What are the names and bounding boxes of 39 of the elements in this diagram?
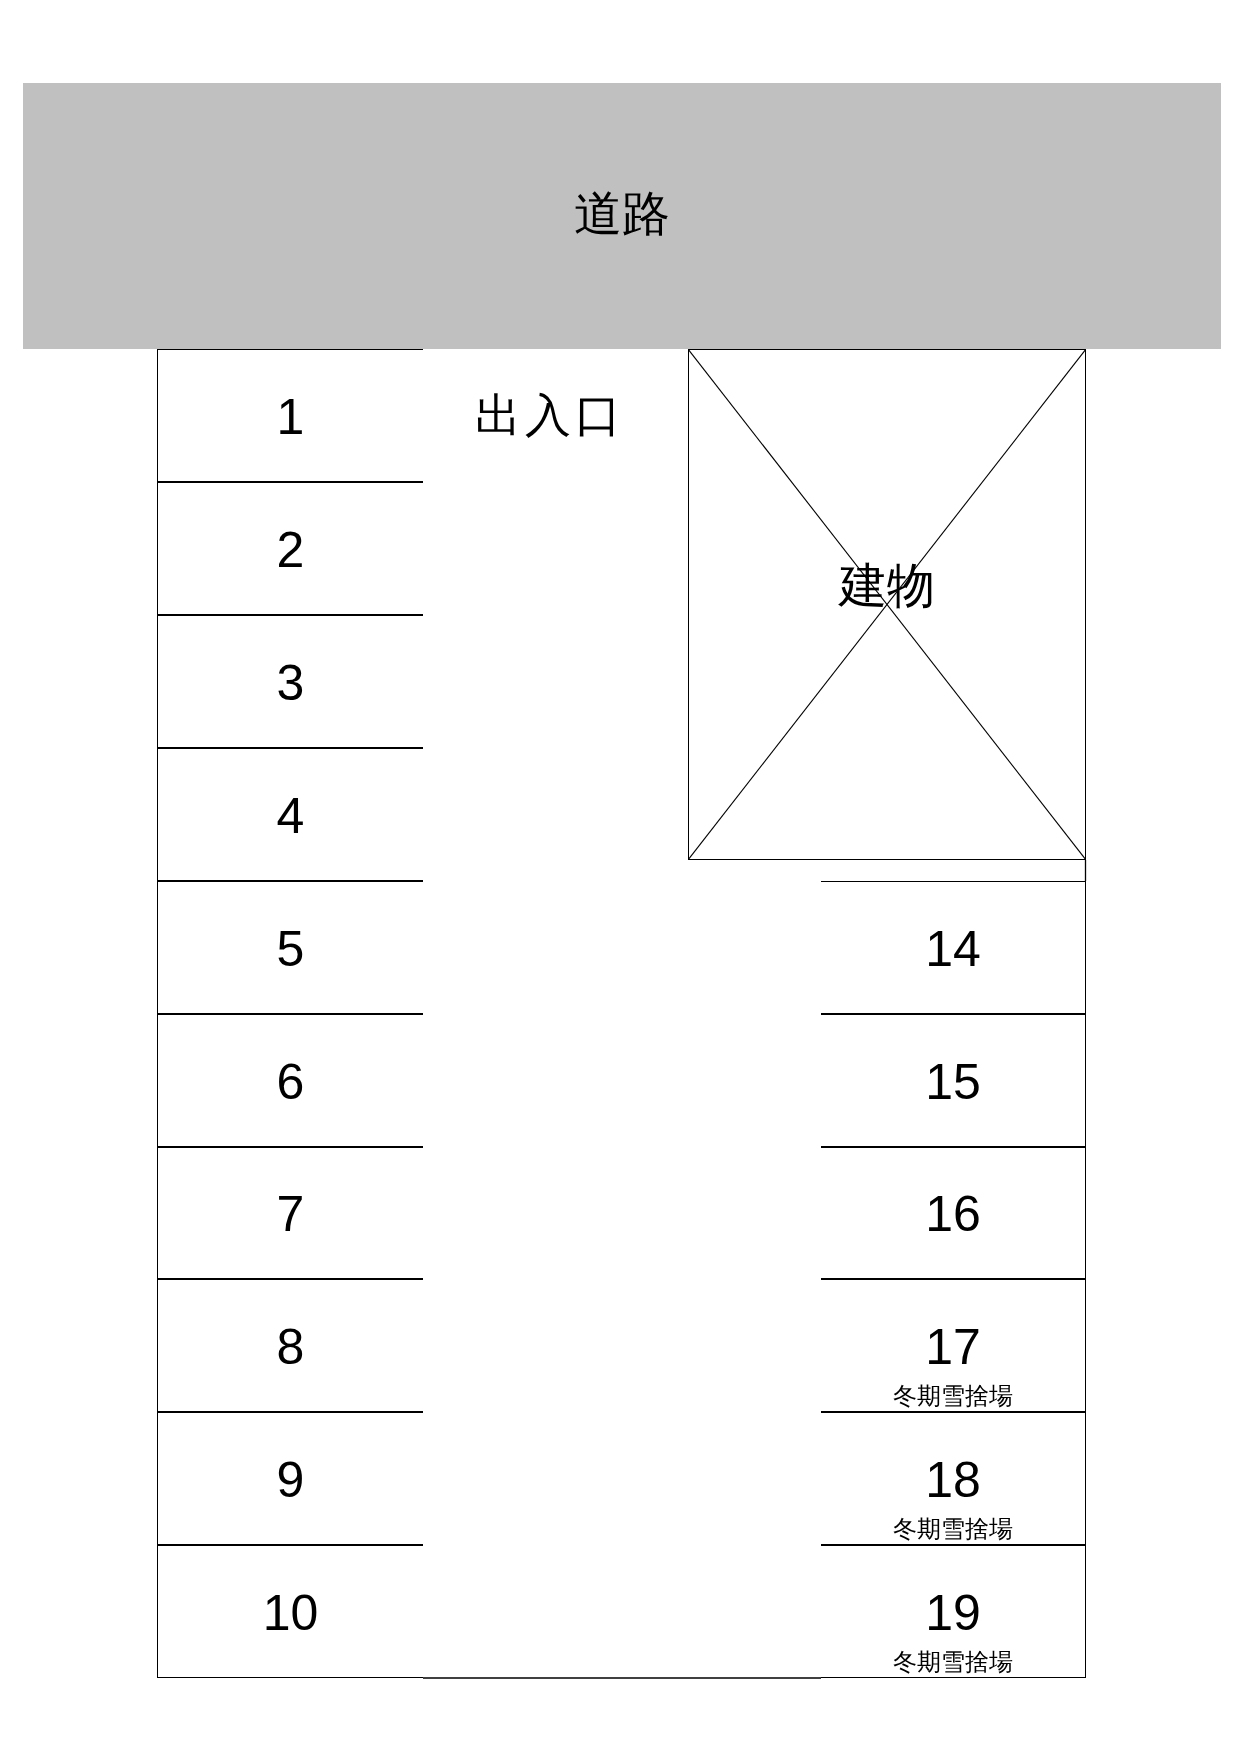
space-number: 8 [275,1321,306,1372]
parking-space [157,349,423,482]
space-number: 3 [275,657,306,708]
road-area [23,83,1221,349]
parking-space [821,1147,1086,1279]
space-number: 19 [924,1587,982,1638]
road-label: 道路 [573,190,671,238]
space-number: 10 [261,1587,320,1638]
building-box [688,349,1086,860]
space-number: 18 [924,1454,982,1505]
space-number: 14 [924,923,982,974]
space-number: 1 [275,391,306,442]
space-number: 7 [275,1189,306,1239]
parking-space [821,1279,1086,1412]
parking-space [821,1014,1086,1147]
space-number: 2 [275,524,306,575]
space-note: 冬期雪捨場 [892,1384,1014,1408]
parking-space [157,1147,423,1279]
space-number: 16 [924,1189,982,1239]
space-note: 冬期雪捨場 [892,1517,1014,1541]
parking-space [157,1545,423,1678]
space-number: 6 [275,1056,306,1107]
parking-space [157,1014,423,1147]
space-number: 9 [275,1454,306,1505]
entrance-label: 出入口 [475,392,625,438]
space-note: 冬期雪捨場 [892,1650,1014,1674]
space-number: 4 [275,790,306,841]
space-number: 5 [275,923,306,974]
parking-space [157,482,423,615]
parking-space [157,881,423,1014]
space-number: 17 [924,1321,982,1372]
parking-space [821,881,1086,1014]
parking-space [157,1412,423,1545]
parking-space [157,615,423,748]
parking-space [157,1279,423,1412]
space-number: 15 [924,1056,982,1107]
parking-space [157,748,423,881]
parking-space [821,1545,1086,1678]
parking-space [821,1412,1086,1545]
